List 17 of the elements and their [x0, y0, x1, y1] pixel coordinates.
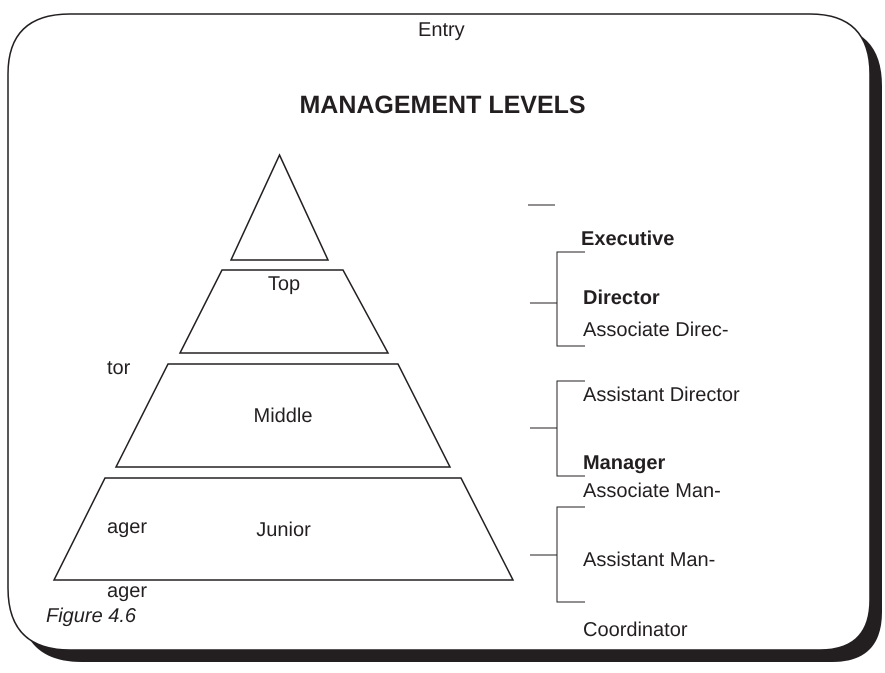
- level-label: Coordinator: [583, 618, 688, 642]
- level-label: Executive: [581, 227, 674, 251]
- level-label: ager: [107, 579, 148, 603]
- level-label: Manager: [583, 451, 666, 475]
- title: MANAGEMENT LEVELS: [299, 91, 586, 119]
- level-label: Entry: [418, 18, 465, 42]
- level-label: Assistant Director: [583, 383, 740, 407]
- level-label: Assistant Man-: [583, 548, 716, 572]
- level-label: Associate Direc-: [583, 318, 729, 342]
- tier-label: Junior: [256, 519, 311, 541]
- level-label: Director: [583, 286, 660, 310]
- tier-label: Middle: [254, 405, 312, 427]
- tier-label: Top: [268, 273, 300, 295]
- figure-caption: Figure 4.6: [46, 604, 136, 628]
- level-label: tor: [107, 356, 130, 380]
- level-label: ager: [107, 515, 148, 539]
- level-label: Associate Man-: [583, 479, 721, 503]
